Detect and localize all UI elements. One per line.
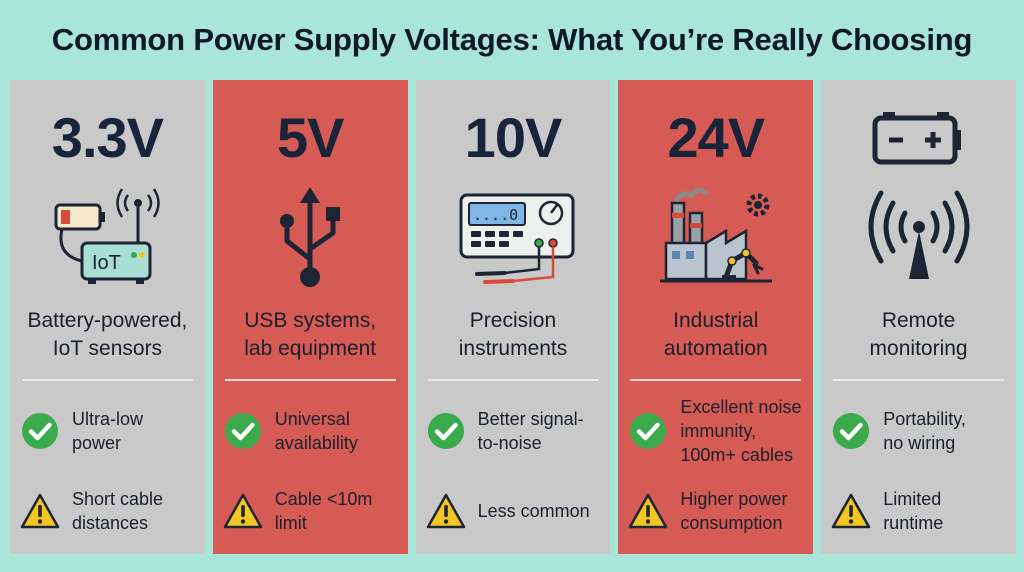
svg-text:IoT: IoT [92, 252, 121, 274]
battery-iot-device-icon: IoT [54, 188, 161, 284]
con-item: Less common [426, 478, 605, 544]
pro-text: Better signal- to-noise [477, 409, 584, 453]
check-circle-icon [223, 411, 263, 451]
con-text: Limited runtime [883, 489, 944, 533]
con-item: Short cable distances [20, 478, 199, 544]
column-5v: 5V USB systems, lab equipment Universal … [212, 80, 408, 554]
divider [427, 379, 599, 381]
pro-text: Universal availability [274, 409, 358, 453]
factory-robot-arm-icon [659, 187, 772, 283]
warning-triangle-icon [223, 491, 263, 531]
check-circle-icon [426, 411, 466, 451]
warning-triangle-icon [831, 491, 871, 531]
usb-icon [280, 187, 341, 287]
check-circle-icon [20, 411, 60, 451]
pro-item: Better signal- to-noise [426, 398, 605, 464]
column-3v3: 3.3V IoT Battery-powered, IoT [10, 80, 205, 554]
use-case-text: Precision instruments [458, 309, 568, 360]
multimeter-icon: ....0 [459, 193, 575, 284]
voltage-label: 24V [667, 106, 765, 169]
warning-triangle-icon [628, 491, 668, 531]
con-text: Short cable distances [72, 489, 164, 533]
column-24v: 24V Industrial auto [618, 80, 814, 554]
divider [833, 379, 1004, 381]
use-case-text: Industrial automation [663, 309, 768, 360]
antenna-signal-icon [868, 190, 969, 279]
use-case-text: Remote monitoring [869, 309, 968, 360]
battery-icon [872, 112, 961, 165]
pro-text: Ultra-low power [72, 409, 144, 453]
voltage-label: 5V [276, 106, 344, 169]
pro-item: Portability, no wiring [831, 398, 1010, 464]
column-10v: 10V ....0 P [415, 80, 611, 554]
voltage-label: 10V [464, 106, 563, 169]
pro-text: Portability, no wiring [883, 409, 966, 453]
pro-item: Universal availability [223, 398, 402, 464]
check-circle-icon [628, 411, 668, 451]
pro-item: Ultra-low power [20, 398, 199, 464]
pro-item: Excellent noise immunity, 100m+ cables [628, 397, 807, 465]
con-item: Cable <10m limit [223, 478, 402, 544]
use-case-text: USB systems, lab equipment [244, 309, 377, 360]
page-title: Common Power Supply Voltages: What You’r… [51, 22, 973, 57]
lcd-readout: ....0 [473, 206, 518, 224]
con-item: Higher power consumption [628, 478, 807, 544]
voltage-label: 3.3V [51, 106, 164, 169]
warning-triangle-icon [20, 491, 60, 531]
con-text: Less common [477, 501, 590, 521]
con-text: Cable <10m limit [274, 489, 373, 533]
voltage-columns: 3.3V IoT Battery-powered, IoT [10, 80, 1016, 554]
con-item: Limited runtime [831, 478, 1010, 544]
check-circle-icon [831, 411, 871, 451]
divider [630, 379, 802, 381]
use-case-text: Battery-powered, IoT sensors [27, 309, 188, 360]
pro-text: Excellent noise immunity, 100m+ cables [680, 397, 802, 465]
column-battery: Remote monitoring Portability, no wiring… [821, 80, 1016, 554]
con-text: Higher power consumption [680, 489, 788, 533]
warning-triangle-icon [426, 491, 466, 531]
divider [224, 379, 396, 381]
divider [22, 379, 193, 381]
